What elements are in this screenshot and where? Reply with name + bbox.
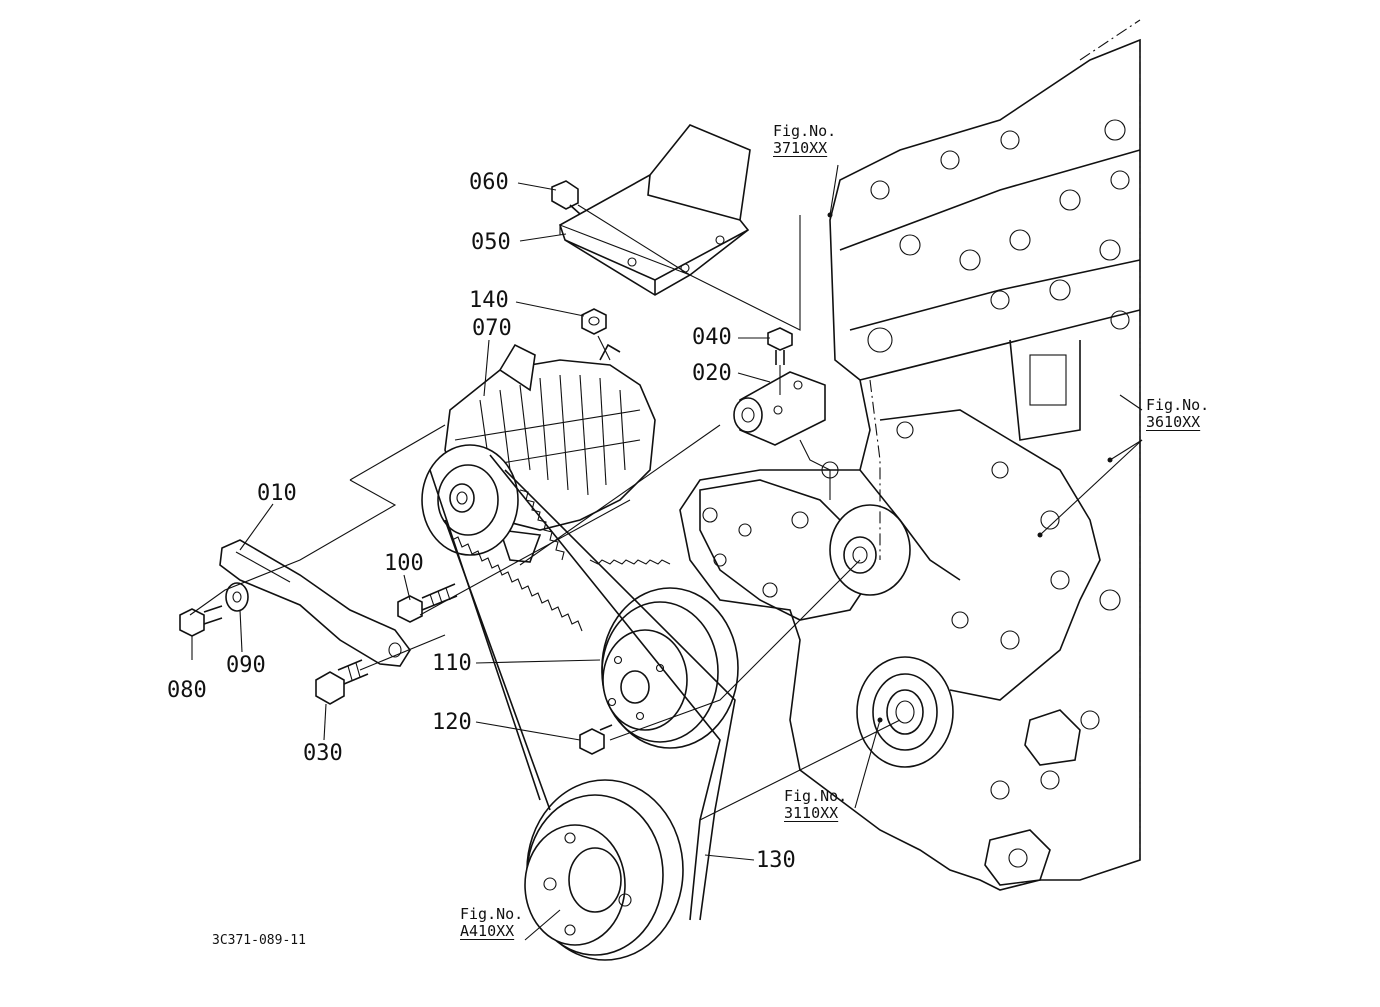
part-label-070: 070	[472, 316, 512, 341]
part-label-020: 020	[692, 361, 732, 386]
crank-pulley-drawing	[524, 779, 684, 961]
part-label-040: 040	[692, 325, 732, 350]
v-belt-130-drawing	[429, 454, 736, 921]
figure-ref-prefix: Fig.No.	[784, 787, 848, 805]
pulley-110-drawing	[601, 587, 739, 749]
figure-ref-3110[interactable]: Fig.No. 3110XX	[784, 787, 848, 823]
part-label-120: 120	[432, 710, 472, 735]
part-label-060: 060	[469, 170, 509, 195]
figure-ref-prefix: Fig.No.	[773, 122, 837, 140]
part-label-110: 110	[432, 651, 472, 676]
figure-ref-3610[interactable]: Fig.No. 3610XX	[1146, 396, 1210, 432]
figure-ref-code: A410XX	[460, 922, 515, 941]
part-label-080: 080	[167, 678, 207, 703]
adjusting-arm-010-drawing	[219, 539, 411, 667]
cover-plate-050-drawing	[559, 124, 751, 296]
figure-ref-code: 3610XX	[1146, 413, 1201, 432]
nut-140-drawing	[581, 308, 611, 361]
engine-block-drawing	[679, 19, 1141, 891]
bolt-030-drawing	[315, 659, 369, 705]
part-label-010: 010	[257, 481, 297, 506]
bolt-120-drawing	[579, 724, 613, 755]
figure-ref-code: 3110XX	[784, 804, 839, 823]
part-label-100: 100	[384, 551, 424, 576]
figure-ref-3710[interactable]: Fig.No. 3710XX	[773, 122, 837, 158]
bolt-080-drawing	[179, 605, 223, 637]
bolt-040-drawing	[767, 327, 793, 395]
bolt-100-drawing	[397, 583, 458, 623]
bracket-020-drawing	[733, 371, 826, 446]
figure-ref-prefix: Fig.No.	[1146, 396, 1210, 414]
part-label-090: 090	[226, 653, 266, 678]
figure-ref-prefix: Fig.No.	[460, 905, 524, 923]
bolt-060-drawing	[551, 180, 691, 276]
part-label-140: 140	[469, 288, 509, 313]
leader-lines	[189, 164, 1143, 941]
washer-090-drawing	[225, 582, 249, 612]
part-label-050: 050	[471, 230, 511, 255]
part-label-130: 130	[756, 848, 796, 873]
part-label-030: 030	[303, 741, 343, 766]
alternator-070-drawing	[421, 343, 656, 563]
document-id: 3C371-089-11	[212, 933, 306, 948]
figure-ref-a410[interactable]: Fig.No. A410XX	[460, 905, 524, 941]
figure-ref-code: 3710XX	[773, 139, 828, 158]
